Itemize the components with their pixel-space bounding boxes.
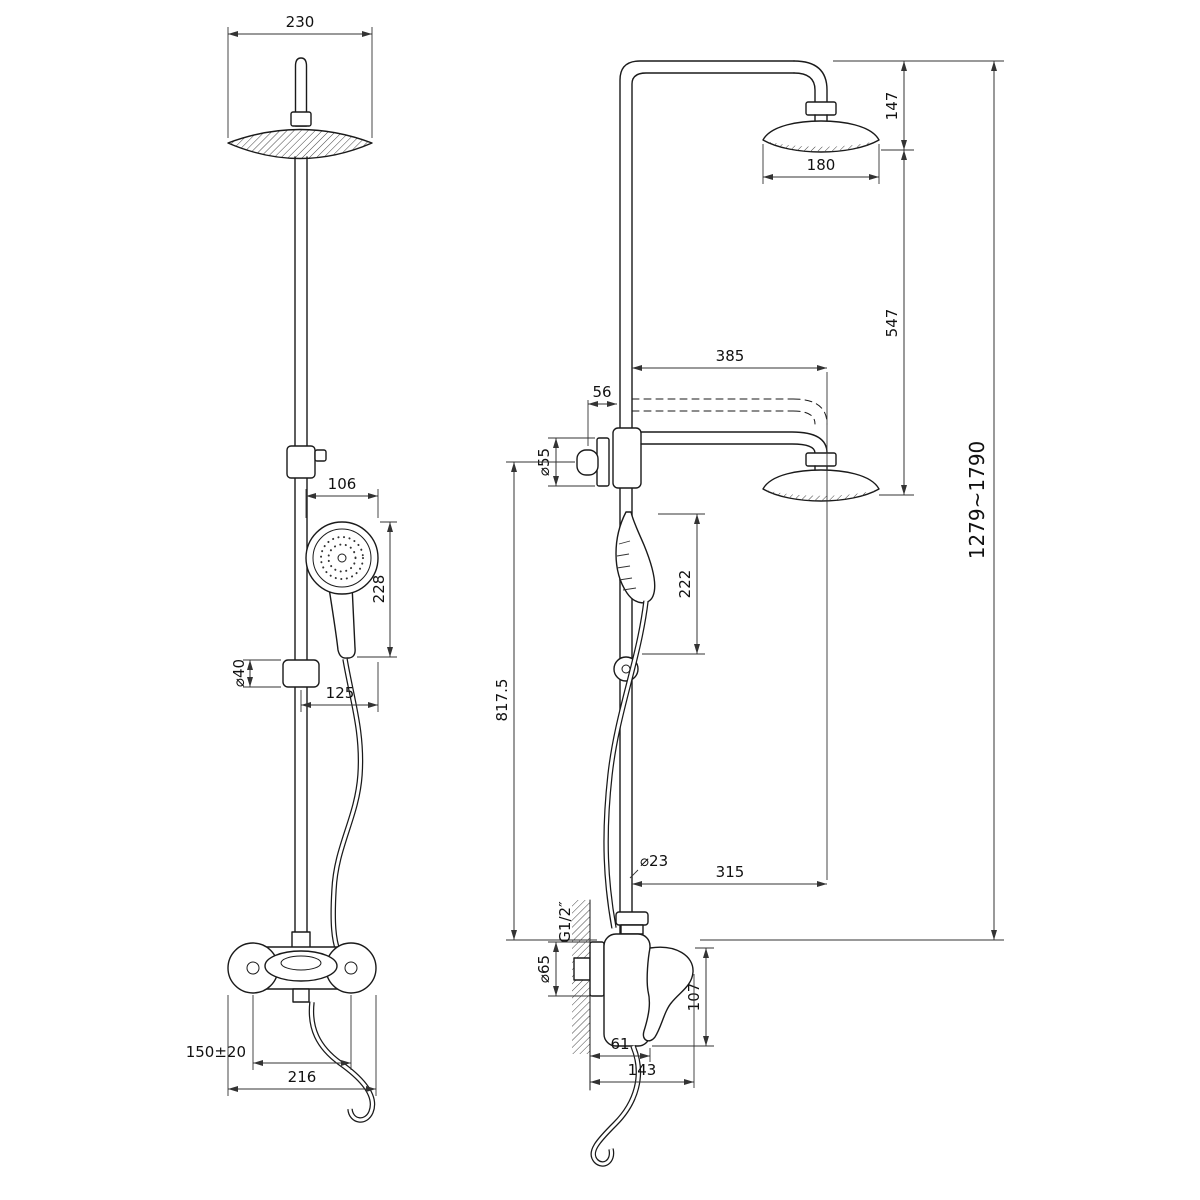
front-view: 230 106 228 ⌀40 125	[186, 13, 397, 1123]
dim-column-height-label: 817.5	[493, 679, 511, 722]
dim-hand-length: 228	[357, 521, 397, 658]
overhead-shower-side-lower	[640, 431, 880, 502]
dim-escutcheon-dia-label: ⌀65	[535, 955, 553, 983]
dim-inlet-centers: 150±20	[186, 995, 352, 1070]
dim-total-depth-label: 143	[628, 1061, 657, 1079]
dim-column-height: 817.5	[493, 461, 597, 941]
diverter-cap	[615, 911, 649, 926]
dim-arm-reach-upper-label: 385	[716, 347, 745, 365]
dim-arm-reach-lower-label: 315	[716, 863, 745, 881]
overhead-shower-side-upper	[762, 101, 880, 153]
label-hose-dia: ⌀23	[629, 852, 668, 879]
dim-head-dia: 180	[762, 144, 880, 184]
dim-inlet-centers-label: 150±20	[186, 1043, 246, 1061]
dim-mixer-width-label: 216	[288, 1068, 317, 1086]
dim-hand-head-width-label: 106	[328, 475, 357, 493]
dim-body-depth: 61	[590, 1035, 651, 1062]
label-thread: G1/2″	[556, 901, 574, 943]
hand-shower-handle	[328, 584, 356, 659]
nozzle-dots-outer	[320, 536, 364, 580]
shower-hose-front-lower	[308, 1001, 376, 1123]
hand-shower-side	[615, 511, 656, 604]
dim-hand-offset: 125	[300, 662, 379, 712]
side-view: 147 180 547 385 56	[493, 60, 1004, 1167]
overhead-face-hatch	[228, 129, 372, 159]
dim-overall-height-label: 1279~1790	[965, 441, 989, 560]
riser-pipe-side	[619, 60, 828, 935]
riser-pipe-front	[294, 156, 308, 933]
dim-bracket-dia: ⌀40	[230, 659, 281, 688]
dim-total-depth: 143	[590, 974, 695, 1088]
slider-bracket-front	[282, 659, 320, 688]
dim-bracket-dia-label: ⌀40	[230, 659, 248, 687]
dim-escutcheon-dia: ⌀65	[535, 941, 590, 997]
shower-hose-side-upper	[603, 600, 649, 929]
overhead-shower-front	[227, 57, 373, 160]
label-hose-dia-text: ⌀23	[640, 852, 668, 870]
hose-outlet	[292, 988, 310, 1003]
dim-wall-offset-label: 56	[592, 383, 611, 401]
arm-joint	[576, 427, 642, 489]
dim-head-dia-label: 180	[807, 156, 836, 174]
dim-head-travel: 547	[879, 150, 914, 496]
diverter-front	[286, 445, 327, 479]
mixer-body-side	[603, 933, 651, 1047]
mixer-handle-side	[642, 946, 694, 1042]
dim-mixer-width: 216	[227, 995, 377, 1096]
dim-hand-offset-label: 125	[326, 684, 355, 702]
hand-shower-face	[305, 521, 379, 595]
dim-arm-reach-lower: 315	[632, 863, 827, 887]
dim-wall-offset: 56	[587, 383, 617, 446]
dim-hand-shower-len-label: 222	[676, 570, 694, 599]
label-thread-text: G1/2″	[556, 901, 574, 943]
hand-shower-front	[305, 521, 379, 659]
bracket-knob	[576, 449, 599, 476]
mixer-handle-front	[264, 950, 338, 982]
dim-overall-height: 1279~1790	[700, 61, 1004, 941]
shower-hose-front-upper	[330, 658, 364, 952]
dim-hand-shower-len: 222	[642, 513, 705, 655]
dim-hand-head-width: 106	[305, 475, 379, 518]
dim-head-drop-label: 147	[883, 92, 901, 121]
nozzle-dots-inner	[327, 543, 357, 573]
swing-arm-raised-phantom	[631, 398, 828, 425]
dim-head-width-label: 230	[286, 13, 315, 31]
mixer-front	[227, 931, 377, 1003]
escutcheon-side	[589, 941, 605, 997]
dim-head-drop: 147	[833, 60, 1004, 151]
dim-body-depth-label: 61	[610, 1035, 629, 1053]
wall-bracket-disc	[596, 437, 610, 487]
dim-head-width: 230	[227, 13, 373, 138]
dim-head-travel-label: 547	[883, 309, 901, 338]
mixer-side	[603, 911, 694, 1047]
dim-arm-reach-upper: 385	[632, 347, 828, 880]
supply-nipple	[573, 957, 591, 981]
dim-hand-length-label: 228	[370, 575, 388, 604]
